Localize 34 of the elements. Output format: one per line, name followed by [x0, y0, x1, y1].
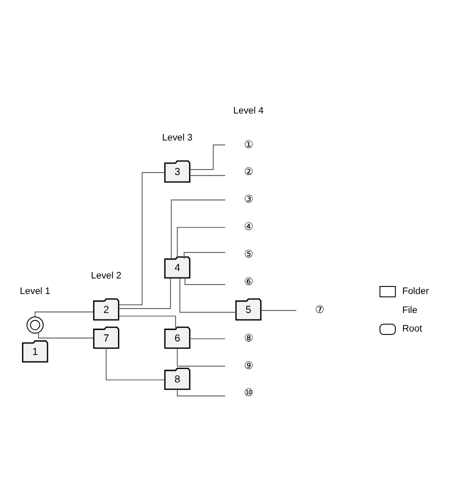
connector: [118, 172, 166, 306]
connector: [176, 226, 226, 260]
node-text: ⑥: [244, 276, 253, 288]
connector: [118, 316, 176, 330]
node-text: ⑧: [244, 333, 253, 344]
connector: [38, 332, 94, 339]
connector: [260, 310, 297, 311]
connector: [170, 200, 226, 260]
connector: [184, 252, 226, 260]
connector: [190, 175, 226, 176]
connector: [176, 348, 226, 367]
legend-label: File: [402, 304, 418, 315]
node-text: ④: [244, 222, 253, 234]
label: Level 1: [20, 285, 50, 296]
connector: [176, 388, 226, 396]
legend-label: Root: [402, 322, 422, 334]
node-text: ②: [244, 167, 253, 178]
connector: [118, 278, 171, 310]
node-text: ⑨: [244, 360, 253, 372]
label: Level 2: [91, 270, 122, 281]
label: Level 4: [233, 104, 264, 116]
node-text: ⑦: [315, 305, 324, 316]
legend-label: Folder: [402, 285, 429, 296]
connector: [184, 278, 226, 285]
label: Level 3: [162, 132, 192, 143]
node-circle: [26, 316, 44, 334]
node-text: ③: [244, 194, 253, 206]
node-text: ①: [244, 140, 253, 151]
connector: [106, 348, 166, 380]
connector: [34, 312, 94, 318]
node-text: ⑤: [244, 249, 253, 260]
node-text: ⑩: [244, 388, 253, 400]
connector: [190, 338, 226, 340]
connector: [179, 278, 236, 313]
